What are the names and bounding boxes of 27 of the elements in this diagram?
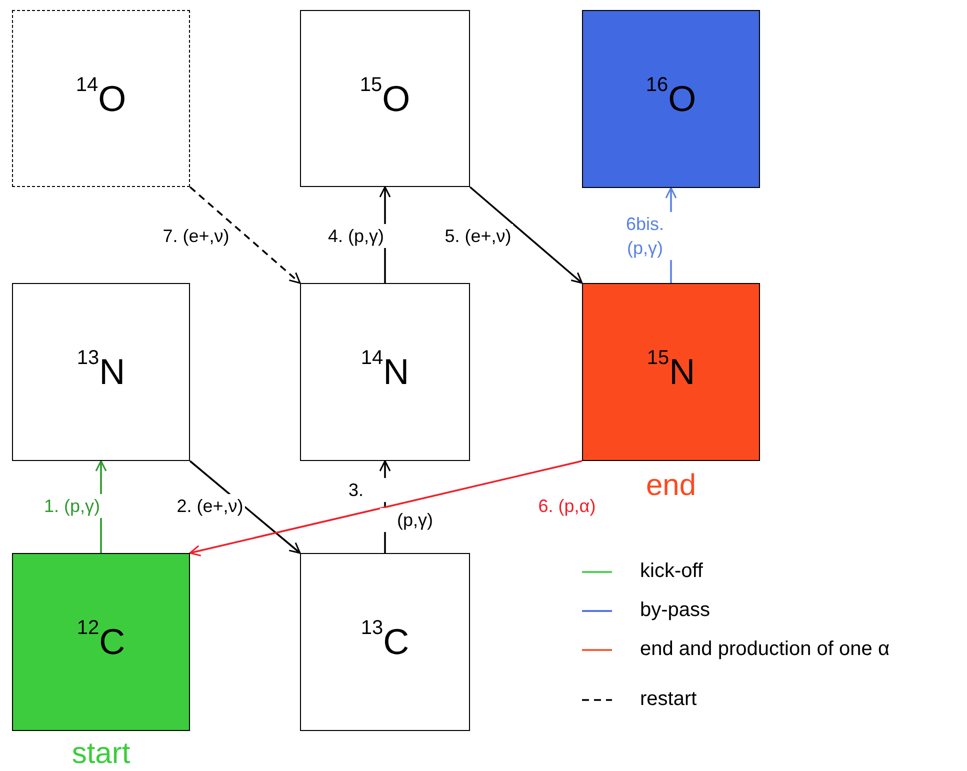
nuclide-box <box>12 10 190 187</box>
nuclide-box <box>582 283 760 461</box>
nuclide-label: $^{14}$N <box>360 351 410 393</box>
nuclide-label: $^{13}$N <box>76 351 126 393</box>
nuclide-box <box>12 553 190 731</box>
status-label: end <box>644 469 698 503</box>
nuclide-box <box>300 283 470 461</box>
nuclide-box <box>300 10 470 187</box>
nuclide-box <box>12 283 190 461</box>
legend-label: end and production of one α <box>640 638 890 661</box>
edge-label: 2. (e+,ν) <box>175 494 245 518</box>
status-label: start <box>70 737 132 771</box>
edge-label: 5. (e+,ν) <box>443 224 513 248</box>
nuclide-box <box>582 10 760 188</box>
nuclide-label: $^{15}$N <box>646 351 696 393</box>
arrow <box>189 460 582 556</box>
nuclide-label: $^{15}$O <box>360 78 410 120</box>
arrow <box>469 186 583 284</box>
nuclide-label: $^{13}$C <box>360 621 410 663</box>
nuclide-label: $^{16}$O <box>646 78 696 120</box>
nuclide-label: $^{14}$O <box>76 78 126 120</box>
legend-label: kick-off <box>640 560 703 583</box>
legend-label: by-pass <box>640 599 710 622</box>
legend-label: restart <box>640 688 697 711</box>
nuclide-label: $^{12}$C <box>76 621 126 663</box>
nuclide-box <box>300 553 470 731</box>
arrow <box>189 186 301 284</box>
